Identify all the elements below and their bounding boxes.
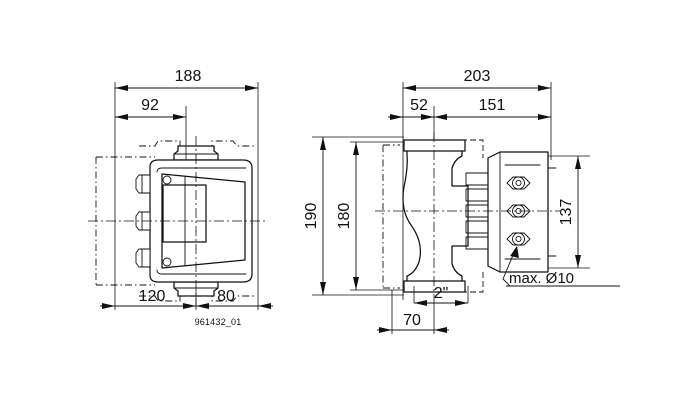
arrow-70-left-out [379, 327, 392, 333]
arrow-80-left [196, 303, 209, 309]
drawing-reference-number: 961432_01 [195, 317, 242, 327]
side-top-flange [403, 139, 466, 152]
dim-label-52: 52 [410, 97, 428, 114]
front-display-window [162, 184, 207, 243]
side-cable-gland-ring-1 [512, 176, 525, 190]
leader-line-max-dia [502, 247, 517, 287]
dim-label-203: 203 [464, 68, 491, 85]
side-cable-gland-hex-2 [506, 204, 531, 218]
front-housing-top-bevel [156, 167, 247, 173]
side-bottom-flange [403, 280, 466, 293]
side-view-dimensions: 203 52 151 190 180 137 [303, 68, 620, 334]
arrow-190-bottom [320, 282, 326, 295]
front-bottom-flange-hidden [139, 289, 255, 302]
side-cable-gland-ring-3 [512, 232, 525, 246]
arrow-151-left [434, 114, 447, 120]
dim-label-190: 190 [303, 203, 320, 230]
dim-label-2in: 2" [434, 285, 449, 302]
dim-label-92: 92 [141, 97, 159, 114]
leader-arrow-max-dia [510, 246, 519, 258]
arrow-203-left [403, 85, 416, 91]
dim-label-70: 70 [403, 312, 421, 329]
arrow-52-right [421, 114, 434, 120]
side-cable-gland-hex-1 [506, 176, 531, 190]
arrow-190-top [320, 137, 326, 150]
side-pump-body [402, 145, 469, 287]
arrow-2in-right [455, 300, 468, 306]
side-cable-glands [506, 176, 531, 246]
dim-label-151: 151 [479, 97, 506, 114]
side-motor-hidden-bottom [407, 272, 484, 293]
dim-label-180: 180 [336, 203, 353, 230]
arrow-180-bottom [353, 277, 359, 290]
arrow-137-top [575, 156, 581, 169]
front-control-panel [161, 173, 246, 269]
front-cable-gland-3 [135, 248, 151, 268]
front-cable-gland-1 [135, 174, 151, 194]
dim-label-137: 137 [558, 199, 575, 226]
front-panel-screw-top [162, 175, 172, 185]
front-panel-screw-bottom [162, 257, 172, 267]
side-cable-gland-bore-1 [515, 179, 522, 187]
arrow-120-right [183, 303, 196, 309]
dim-label-80: 80 [217, 288, 235, 305]
side-motor-hidden-top [407, 139, 484, 158]
arrow-2in-left [414, 300, 427, 306]
dim-label-120: 120 [139, 288, 166, 305]
side-cable-gland-hex-3 [506, 232, 531, 246]
arrow-137-bottom [575, 255, 581, 268]
arrow-203-right [538, 85, 551, 91]
front-top-flange-hidden [139, 140, 255, 153]
side-cable-gland-bore-3 [515, 235, 522, 243]
front-cable-glands [135, 174, 151, 268]
arrow-92-right [173, 114, 186, 120]
arrow-70-right-out [434, 327, 447, 333]
arrow-92-left [115, 114, 128, 120]
side-view-group [375, 132, 560, 300]
arrow-180-top [353, 142, 359, 155]
front-housing-bottom-bevel [156, 269, 247, 275]
arrow-188-left [115, 85, 128, 91]
front-view-dimensions: 188 92 120 80 961432_01 [100, 68, 273, 327]
note-label-max-diameter: max. Ø10 [509, 270, 574, 287]
arrow-151-right [538, 114, 551, 120]
dim-label-188: 188 [175, 68, 202, 85]
front-view-group [88, 136, 268, 306]
arrow-188-right [245, 85, 258, 91]
arrow-52-left-out [390, 114, 403, 120]
